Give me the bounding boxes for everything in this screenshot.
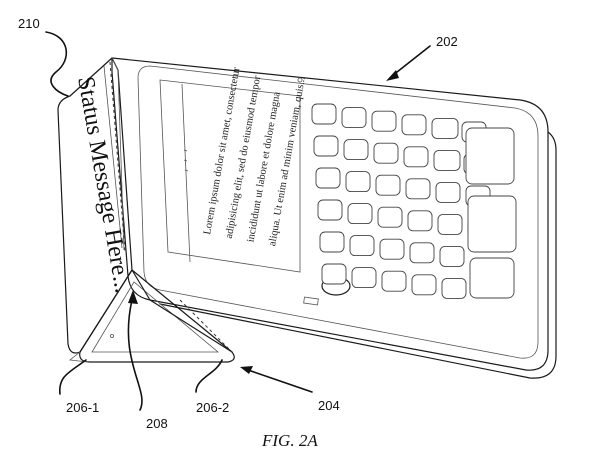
keyboard-key	[409, 242, 435, 264]
ref-label-206-2: 206-2	[196, 400, 229, 415]
keyboard-key	[431, 117, 459, 139]
keyboard-key	[433, 149, 461, 171]
leader-208	[127, 299, 143, 411]
keyboard-key	[405, 178, 431, 200]
onscreen-keyboard	[311, 103, 517, 299]
keyboard-key	[441, 277, 467, 299]
ref-label-204: 204	[318, 398, 340, 413]
ref-label-206-1: 206-1	[66, 400, 99, 415]
keyboard-key	[351, 267, 377, 289]
keyboard-key	[379, 238, 405, 260]
keyboard-key	[403, 146, 429, 168]
arrow-202	[386, 70, 399, 81]
keyboard-key	[347, 203, 373, 225]
ref-label-208: 208	[146, 416, 168, 431]
keyboard-key	[315, 167, 341, 189]
keyboard-key	[371, 110, 397, 132]
leader-210	[45, 31, 69, 97]
keyboard-key	[439, 245, 465, 267]
keyboard-key	[313, 135, 339, 157]
arrow-204	[240, 366, 253, 374]
keyboard-key	[407, 210, 433, 232]
leader-206-2	[195, 359, 223, 393]
keyboard-key	[349, 235, 375, 257]
screen-divider	[181, 83, 191, 263]
ref-label-210: 210	[18, 16, 40, 31]
keyboard-key	[437, 213, 463, 235]
keyboard-wide-key	[465, 127, 515, 185]
keyboard-wide-key	[467, 195, 517, 253]
keyboard-wide-key	[469, 257, 515, 299]
keyboard-key	[343, 139, 369, 161]
keyboard-key	[377, 206, 403, 228]
leader-204	[247, 369, 313, 393]
ref-label-202: 202	[436, 34, 458, 49]
arrow-208	[128, 290, 138, 304]
folding-cover	[57, 57, 235, 363]
keyboard-key	[311, 103, 337, 125]
keyboard-key	[373, 142, 399, 164]
leader-206-1	[59, 359, 87, 395]
keyboard-key	[341, 107, 367, 129]
keyboard-key	[321, 263, 347, 285]
tablet-device	[111, 57, 557, 379]
keyboard-key	[435, 181, 461, 203]
leader-202	[391, 45, 431, 77]
screen-text-block: Lorem ipsum dolor sit amet, consectetur …	[202, 66, 308, 247]
keyboard-key	[317, 199, 343, 221]
keyboard-key	[375, 174, 401, 196]
keyboard-key	[411, 274, 437, 296]
figure-caption: FIG. 2A	[261, 431, 318, 450]
screen-divider-marks	[183, 149, 189, 172]
keyboard-key	[319, 231, 345, 253]
keyboard-key	[401, 114, 427, 136]
keyboard-key	[381, 270, 407, 292]
keyboard-key	[345, 171, 371, 193]
